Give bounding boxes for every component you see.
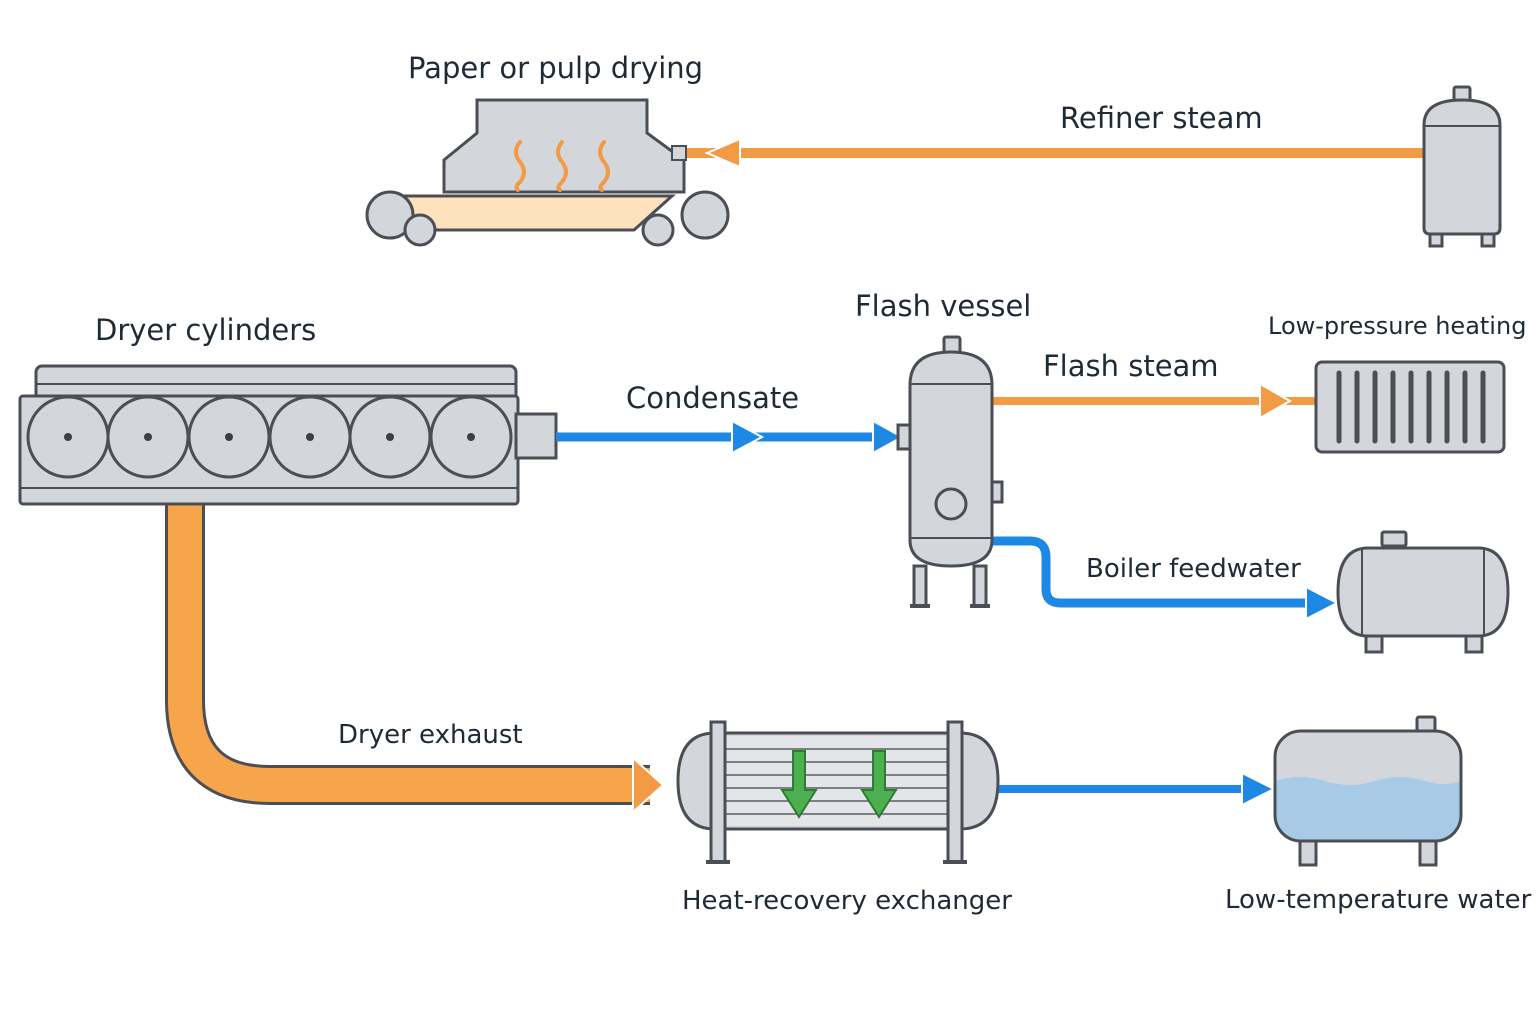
refiner-steam-vessel [1422,85,1502,248]
condensate-label: Condensate [626,381,800,415]
dryer-cylinders-label: Dryer cylinders [95,313,317,347]
low-temperature-water-label: Low-temperature water [1225,885,1532,915]
condensate-line [556,419,905,455]
boiler-feedwater-label: Boiler feedwater [1086,554,1301,584]
boiler-feedwater-tank [1336,530,1510,654]
low-pressure-radiator [1314,360,1506,454]
boiler-feedwater-line [990,536,1340,621]
heat-recovery-exchanger [676,720,1000,864]
flash-steam-label: Flash steam [1043,349,1219,383]
flash-steam-line [990,382,1316,420]
heat-transfer-arrows [780,750,898,819]
low-pressure-heating-label: Low-pressure heating [1268,312,1527,340]
refiner-steam-label: Refiner steam [1060,101,1263,135]
dryer-exhaust-duct [165,500,665,815]
refiner-steam-line [685,137,1424,169]
dryer-exhaust-label: Dryer exhaust [338,720,523,750]
heat-recovery-exchanger-label: Heat-recovery exchanger [682,886,1012,916]
flash-vessel [896,335,1004,608]
paper-dryer [365,98,730,247]
dryer-cylinders-unit [18,364,558,506]
paper-drying-label: Paper or pulp drying [408,51,704,85]
flash-vessel-label: Flash vessel [855,289,1032,323]
low-temperature-water-tank [1273,715,1463,867]
exchanger-outlet-line [998,771,1277,807]
